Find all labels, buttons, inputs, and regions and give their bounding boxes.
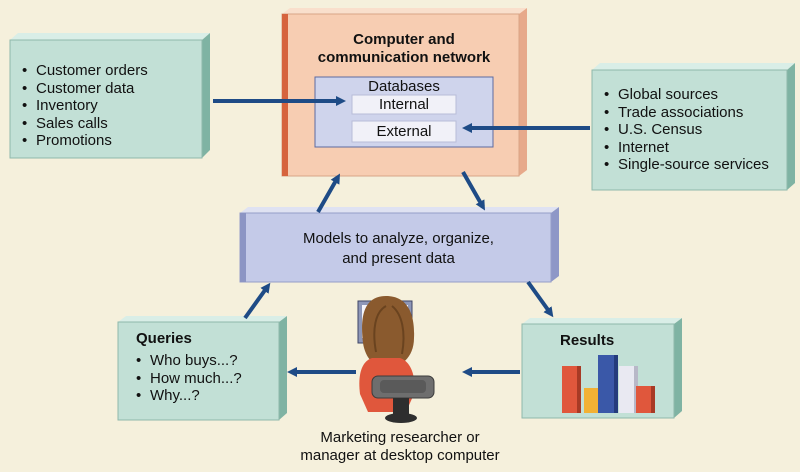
researcher-illustration bbox=[357, 296, 435, 423]
list-item: Promotions bbox=[22, 132, 148, 150]
list-item: Customer data bbox=[22, 80, 148, 98]
list-item: Internet bbox=[604, 139, 769, 157]
internal-sources-list: Customer orders Customer data Inventory … bbox=[22, 62, 148, 150]
researcher-caption-line1: Marketing researcher or bbox=[320, 429, 480, 446]
list-item: Global sources bbox=[604, 86, 769, 104]
arrow-network-to-models bbox=[461, 171, 485, 211]
internal-db-box bbox=[351, 94, 457, 115]
list-item: Why...? bbox=[136, 387, 242, 405]
network-title: Computer and communication network bbox=[300, 31, 508, 67]
list-item: Single-source services bbox=[604, 156, 769, 174]
models-line2: and present data bbox=[342, 250, 455, 267]
list-item: Who buys...? bbox=[136, 352, 242, 370]
queries-list: Who buys...? How much...? Why...? bbox=[136, 352, 242, 405]
queries-title: Queries bbox=[136, 330, 192, 347]
external-db-label: External bbox=[376, 123, 432, 140]
researcher-hair bbox=[362, 296, 415, 368]
arrow-queries-to-models bbox=[243, 282, 271, 320]
list-item: How much...? bbox=[136, 370, 242, 388]
list-item: U.S. Census bbox=[604, 121, 769, 139]
results-bar-2 bbox=[584, 388, 599, 413]
list-item: Inventory bbox=[22, 97, 148, 115]
external-sources-list: Global sources Trade associations U.S. C… bbox=[604, 86, 769, 174]
external-db-box bbox=[351, 120, 457, 143]
arrow-models-to-results bbox=[526, 280, 554, 318]
list-item: Trade associations bbox=[604, 104, 769, 122]
internal-db-label: Internal bbox=[378, 96, 430, 113]
list-item: Sales calls bbox=[22, 115, 148, 133]
results-bar-3 bbox=[598, 355, 614, 413]
results-bar-1 bbox=[562, 366, 577, 413]
results-title: Results bbox=[560, 332, 615, 349]
researcher-caption: Marketing researcher or manager at deskt… bbox=[290, 429, 510, 465]
models-line1: Models to analyze, organize, bbox=[303, 230, 494, 247]
models-box bbox=[239, 207, 559, 283]
network-title-line2: communication network bbox=[317, 49, 491, 66]
databases-label: Databases bbox=[368, 78, 440, 95]
models-text: Models to analyze, organize, and present… bbox=[246, 229, 551, 269]
network-title-line1: Computer and bbox=[353, 31, 455, 48]
researcher-caption-line2: manager at desktop computer bbox=[300, 447, 500, 464]
list-item: Customer orders bbox=[22, 62, 148, 80]
arrow-models-to-network bbox=[316, 173, 340, 213]
results-bar-5 bbox=[636, 386, 651, 413]
results-bar-4 bbox=[619, 366, 634, 413]
results-bar-chart bbox=[562, 355, 655, 413]
